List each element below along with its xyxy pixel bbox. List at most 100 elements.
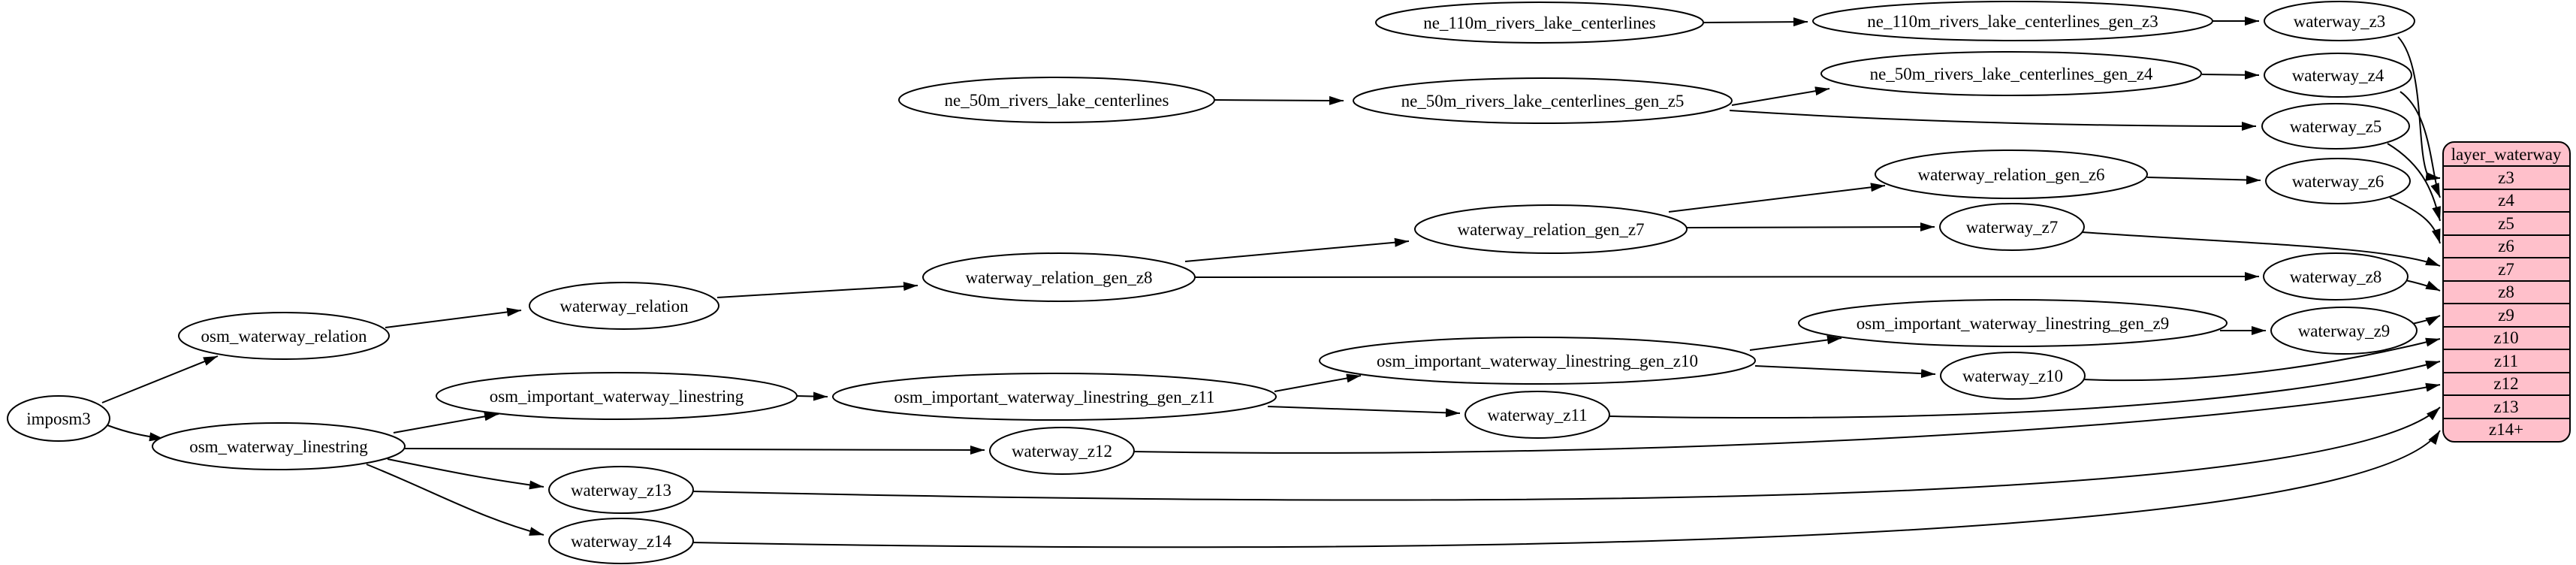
node-waterway_relation: waterway_relation <box>529 282 719 330</box>
edge-waterway_relation_gen_z7-waterway_z7 <box>1686 222 1935 232</box>
node-layer_waterway-table: layer_waterway z3 z4 z5 z6 z7 z8 z9 z10 … <box>2442 141 2571 443</box>
node-waterway_relation_gen_z6: waterway_relation_gen_z6 <box>1875 150 2148 199</box>
layer-waterway-row-z10: z10 <box>2493 328 2518 347</box>
layer-waterway-row-z11: z11 <box>2494 352 2518 370</box>
edge-imposm3-osm_waterway_linestring <box>107 425 164 442</box>
layer-waterway-table-body <box>2442 141 2571 443</box>
edge-osm_waterway_linestring-waterway_z12 <box>404 445 985 455</box>
svg-text:ne_110m_rivers_lake_centerline: ne_110m_rivers_lake_centerlines_gen_z3 <box>1867 12 2158 31</box>
layer-waterway-row-z5: z5 <box>2498 214 2514 233</box>
node-waterway_z7: waterway_z7 <box>1939 203 2085 251</box>
node-ne_50m_rivers_lake_centerlines: ne_50m_rivers_lake_centerlines <box>898 77 1215 123</box>
edge-osm_waterway_linestring-waterway_z13 <box>387 458 544 490</box>
svg-text:waterway_z10: waterway_z10 <box>1962 367 2063 385</box>
edge-waterway_z13-layer_z13 <box>692 406 2441 501</box>
edge-ne_50m_gen_z5-waterway_z5 <box>1729 110 2257 131</box>
svg-text:imposm3: imposm3 <box>26 409 91 428</box>
svg-text:waterway_relation: waterway_relation <box>560 297 689 316</box>
edge-ne_50m_gen_z5-ne_50m_gen_z4 <box>1731 86 1830 106</box>
node-waterway_z4: waterway_z4 <box>2264 53 2412 98</box>
svg-text:ne_50m_rivers_lake_centerlines: ne_50m_rivers_lake_centerlines_gen_z5 <box>1401 92 1685 110</box>
edge-imposm3-osm_waterway_relation <box>101 355 219 403</box>
node-ne_110m_rivers_lake_centerlines_gen_z3: ne_110m_rivers_lake_centerlines_gen_z3 <box>1812 1 2213 41</box>
node-ne_50m_rivers_lake_centerlines_gen_z5: ne_50m_rivers_lake_centerlines_gen_z5 <box>1353 77 1733 124</box>
layer-waterway-row-z9: z9 <box>2498 306 2514 325</box>
svg-text:waterway_z5: waterway_z5 <box>2290 117 2382 136</box>
svg-text:osm_important_waterway_linestr: osm_important_waterway_linestring_gen_z9 <box>1857 314 2169 333</box>
edge-waterway_z14-layer_z14plus <box>692 430 2441 548</box>
node-waterway_z6: waterway_z6 <box>2265 158 2411 204</box>
layer-waterway-row-z12: z12 <box>2493 374 2518 393</box>
svg-text:osm_important_waterway_linestr: osm_important_waterway_linestring <box>490 387 744 406</box>
svg-text:waterway_z3: waterway_z3 <box>2294 12 2386 31</box>
node-osm_important_waterway_linestring_gen_z10: osm_important_waterway_linestring_gen_z1… <box>1319 337 1756 385</box>
svg-text:waterway_z8: waterway_z8 <box>2290 267 2382 286</box>
layer-waterway-row-z8: z8 <box>2498 282 2514 301</box>
nodes-layer: imposm3 osm_waterway_relation osm_waterw… <box>7 1 2418 564</box>
layer-waterway-row-z14plus: z14+ <box>2489 420 2523 439</box>
node-waterway_z11: waterway_z11 <box>1464 391 1610 439</box>
layer-waterway-row-z6: z6 <box>2498 237 2514 255</box>
svg-text:waterway_z11: waterway_z11 <box>1487 406 1587 425</box>
svg-text:osm_waterway_linestring: osm_waterway_linestring <box>189 437 368 456</box>
svg-text:osm_important_waterway_linestr: osm_important_waterway_linestring_gen_z1… <box>894 388 1214 406</box>
edge-waterway_z7-layer_z7 <box>2081 231 2441 267</box>
edge-waterway_z8-layer_z8 <box>2405 279 2441 292</box>
node-waterway_z10: waterway_z10 <box>1940 352 2086 400</box>
edge-ne_50m_rivers_lake_centerlines-gen_z5 <box>1214 95 1344 105</box>
layer-waterway-row-z7: z7 <box>2498 260 2514 279</box>
svg-text:waterway_z6: waterway_z6 <box>2292 172 2384 191</box>
edge-waterway_z10-layer_z10 <box>2082 337 2441 382</box>
svg-text:waterway_z7: waterway_z7 <box>1966 218 2059 237</box>
edge-waterway_relation_gen_z7-waterway_relation_gen_z6 <box>1668 183 1886 213</box>
svg-text:waterway_relation_gen_z6: waterway_relation_gen_z6 <box>1917 165 2104 184</box>
svg-text:waterway_z14: waterway_z14 <box>571 532 672 551</box>
svg-text:waterway_relation_gen_z8: waterway_relation_gen_z8 <box>965 268 1152 287</box>
edge-waterway_z9-layer_z9 <box>2412 315 2441 326</box>
node-waterway_z3: waterway_z3 <box>2264 1 2415 41</box>
node-ne_110m_rivers_lake_centerlines: ne_110m_rivers_lake_centerlines <box>1375 2 1704 44</box>
layer-waterway-row-z13: z13 <box>2493 397 2518 416</box>
node-osm_important_waterway_linestring: osm_important_waterway_linestring <box>436 372 798 420</box>
node-osm_important_waterway_linestring_gen_z11: osm_important_waterway_linestring_gen_z1… <box>832 373 1277 421</box>
layer-waterway-row-z4: z4 <box>2498 191 2514 210</box>
node-waterway_relation_gen_z8: waterway_relation_gen_z8 <box>922 252 1196 302</box>
svg-text:waterway_z9: waterway_z9 <box>2298 322 2390 340</box>
edge-waterway_relation-waterway_relation_gen_z8 <box>716 282 918 298</box>
svg-text:waterway_z13: waterway_z13 <box>571 481 671 500</box>
edge-waterway_z3-layer_z3 <box>2397 36 2441 181</box>
node-ne_50m_rivers_lake_centerlines_gen_z4: ne_50m_rivers_lake_centerlines_gen_z4 <box>1820 51 2202 96</box>
edges-layer <box>101 17 2441 548</box>
edge-waterway_z6-layer_z6 <box>2389 197 2441 244</box>
edge-waterway_z4-layer_z4 <box>2400 91 2441 198</box>
node-waterway_z14: waterway_z14 <box>548 518 694 564</box>
svg-text:osm_important_waterway_linestr: osm_important_waterway_linestring_gen_z1… <box>1377 352 1698 370</box>
edge-ne_50m_gen_z4-waterway_z4 <box>2201 70 2260 80</box>
edge-osm_waterway_relation-waterway_relation <box>385 307 522 328</box>
svg-text:waterway_z12: waterway_z12 <box>1012 442 1112 461</box>
edge-gen_z10-waterway_z10 <box>1754 365 1936 379</box>
node-imposm3: imposm3 <box>7 395 110 442</box>
layer-waterway-title: layer_waterway <box>2451 145 2562 164</box>
edge-osm_waterway_linestring-waterway_z14 <box>366 464 544 536</box>
svg-text:ne_50m_rivers_lake_centerlines: ne_50m_rivers_lake_centerlines <box>945 91 1169 110</box>
edge-gen_z10-gen_z9 <box>1749 335 1842 351</box>
layer-waterway-row-z3: z3 <box>2498 168 2514 187</box>
node-osm_waterway_linestring: osm_waterway_linestring <box>152 422 406 470</box>
node-waterway_z9: waterway_z9 <box>2270 307 2418 355</box>
node-osm_important_waterway_linestring_gen_z9: osm_important_waterway_linestring_gen_z9 <box>1798 299 2228 347</box>
edge-waterway_relation_gen_z8-waterway_relation_gen_z7 <box>1184 237 1410 262</box>
edge-osm_waterway_linestring-osm_important_waterway_linestring <box>393 412 499 434</box>
node-waterway_z5: waterway_z5 <box>2261 103 2410 150</box>
edge-osm_important_waterway_linestring-gen_z11 <box>796 391 828 401</box>
node-waterway_relation_gen_z7: waterway_relation_gen_z7 <box>1414 204 1688 254</box>
svg-text:osm_waterway_relation: osm_waterway_relation <box>201 327 367 346</box>
edge-gen_z11-gen_z10 <box>1274 373 1362 392</box>
node-waterway_z8: waterway_z8 <box>2263 252 2409 301</box>
svg-text:ne_110m_rivers_lake_centerline: ne_110m_rivers_lake_centerlines <box>1423 14 1656 32</box>
edge-waterway_z5-layer_z5 <box>2387 143 2441 222</box>
node-waterway_z13: waterway_z13 <box>548 466 694 514</box>
edge-waterway_z11-layer_z11 <box>1607 360 2441 419</box>
